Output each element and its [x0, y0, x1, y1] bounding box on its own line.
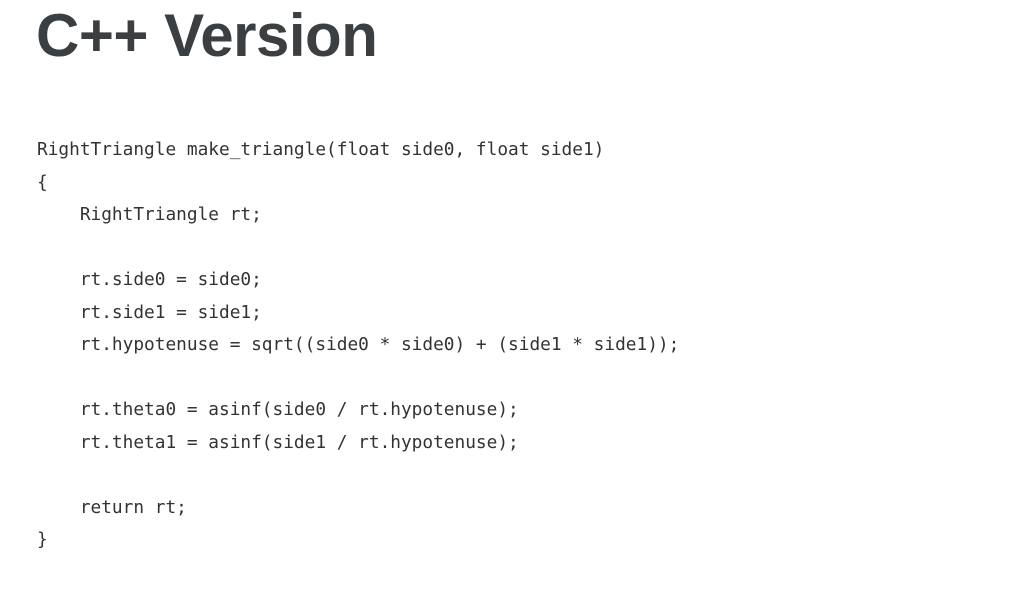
code-line: rt.hypotenuse = sqrt((side0 * side0) + (…: [37, 334, 680, 355]
code-line: rt.side1 = side1;: [37, 301, 262, 323]
code-line: [37, 459, 679, 492]
code-line: [37, 362, 679, 395]
code-line: RightTriangle make_triangle(float side0,…: [37, 139, 605, 160]
code-line: rt.theta1 = asinf(side1 / rt.hypotenuse)…: [37, 431, 519, 453]
code-line: {: [37, 171, 48, 193]
code-block: RightTriangle make_triangle(float side0,…: [37, 134, 679, 557]
page-title: C++ Version: [36, 2, 378, 69]
code-line: return rt;: [37, 496, 187, 518]
code-line: }: [37, 529, 48, 550]
code-line: RightTriangle rt;: [37, 204, 262, 225]
code-line: [37, 232, 679, 265]
code-line: rt.side0 = side0;: [37, 269, 262, 290]
code-line: rt.theta0 = asinf(side0 / rt.hypotenuse)…: [37, 399, 519, 420]
